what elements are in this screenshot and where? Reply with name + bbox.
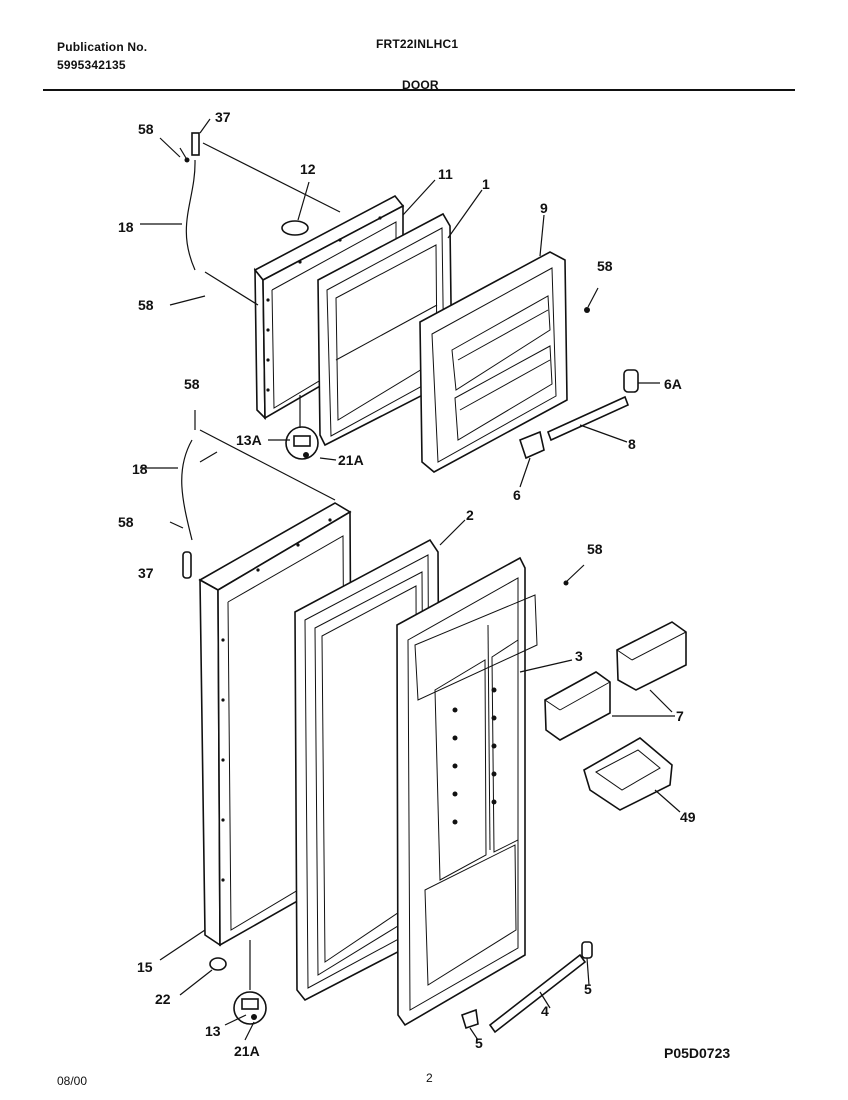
callout-7: 7 <box>676 708 684 724</box>
callout-6A: 6A <box>664 376 682 392</box>
callout-18: 18 <box>118 219 134 235</box>
callout-58: 58 <box>597 258 613 274</box>
publication-label: Publication No. <box>57 40 148 54</box>
cable-part-18 <box>179 132 200 271</box>
cap-part-6A <box>623 369 660 393</box>
callout-18: 18 <box>132 461 148 477</box>
end-cap-part-6 <box>519 430 545 488</box>
hinge-part-13 <box>233 940 267 1025</box>
callout-13A: 13A <box>236 432 262 448</box>
section-title: DOOR <box>402 78 439 92</box>
callout-21A: 21A <box>338 452 364 468</box>
callout-11: 11 <box>438 166 453 182</box>
callout-49: 49 <box>680 809 696 825</box>
footer-page-number: 2 <box>426 1071 433 1085</box>
fresh-food-inner-liner-part-3 <box>396 556 538 1027</box>
callout-58: 58 <box>118 514 134 530</box>
screw-part-58 <box>584 287 599 313</box>
callout-37: 37 <box>215 109 231 125</box>
dairy-bin-part-49 <box>583 737 673 811</box>
callout-5: 5 <box>475 1035 483 1051</box>
callout-3: 3 <box>575 648 583 664</box>
cap-part-22 <box>209 957 227 971</box>
drawing-code: P05D0723 <box>664 1045 731 1061</box>
cable-part-18-lower <box>169 410 196 579</box>
shelf-bar-part-4 <box>488 953 587 1034</box>
callout-58: 58 <box>587 541 603 557</box>
callout-22: 22 <box>155 991 171 1007</box>
callout-9: 9 <box>540 200 548 216</box>
callout-5: 5 <box>584 981 592 997</box>
callout-21A: 21A <box>234 1043 260 1059</box>
callout-13: 13 <box>205 1023 221 1039</box>
freezer-inner-liner-part-9 <box>419 251 568 473</box>
callout-4: 4 <box>541 1003 549 1019</box>
callout-15: 15 <box>137 959 153 975</box>
shelf-bar-part-8 <box>546 395 630 443</box>
door-bin-part-7 <box>544 621 687 741</box>
callout-8: 8 <box>628 436 636 452</box>
hinge-part-13A <box>285 395 319 460</box>
header-rule <box>43 89 795 91</box>
callout-58: 58 <box>138 121 154 137</box>
leader-lines <box>140 118 681 1041</box>
footer-date: 08/00 <box>57 1074 88 1088</box>
callout-37: 37 <box>138 565 154 581</box>
end-cap-part-5 <box>461 941 593 1041</box>
publication-number: 5995342135 <box>57 58 126 72</box>
callout-58: 58 <box>138 297 154 313</box>
callout-58: 58 <box>184 376 200 392</box>
callout-2: 2 <box>466 507 474 523</box>
callout-6: 6 <box>513 487 521 503</box>
callout-12: 12 <box>300 161 316 177</box>
screw-part-58-lower <box>563 564 585 586</box>
callout-1: 1 <box>482 176 490 192</box>
model-number: FRT22INLHC1 <box>376 37 459 51</box>
